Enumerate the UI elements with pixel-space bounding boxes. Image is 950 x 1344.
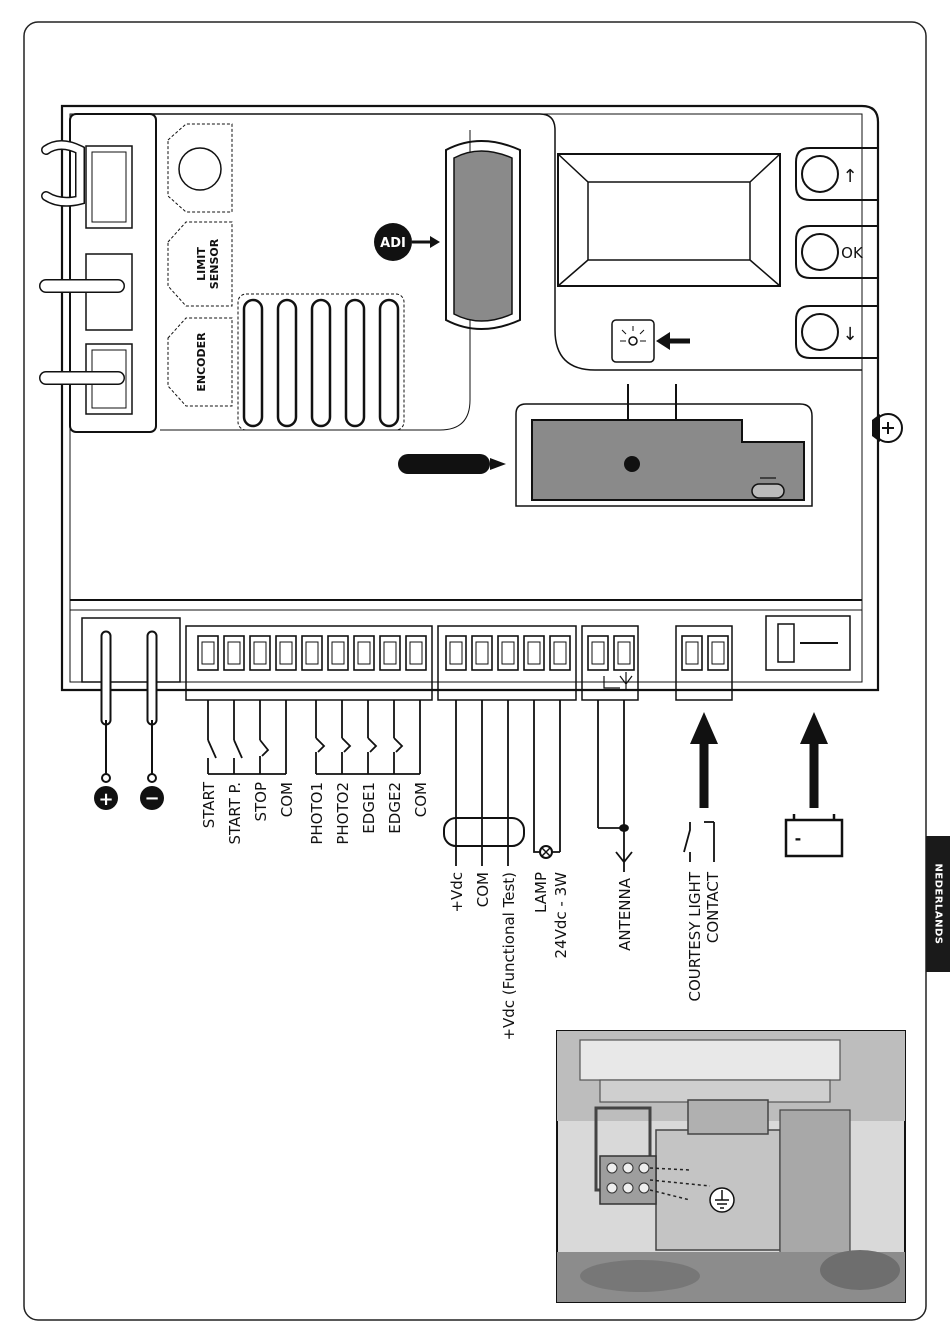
terminal-cell — [276, 636, 296, 670]
terminal-cell — [328, 636, 348, 670]
label-start-p: START P. — [226, 782, 244, 845]
up-button-label: ↑ — [842, 166, 857, 187]
terminal-cell — [682, 636, 702, 670]
terminal-cell — [224, 636, 244, 670]
terminal-cell — [250, 636, 270, 670]
label-vdc: +Vdc — [448, 872, 466, 913]
label-com-2: COM — [412, 782, 430, 817]
sensor-label: SENSOR — [208, 238, 221, 289]
adi-text: ADI — [380, 236, 406, 251]
ground-icon — [710, 1188, 734, 1212]
transformer-photo — [557, 1031, 905, 1302]
lamp-icon — [540, 846, 552, 858]
terminal-cell — [198, 636, 218, 670]
language-tab[interactable]: NEDERLANDS — [926, 836, 950, 972]
terminal-screw — [384, 642, 396, 664]
terminal-screw — [502, 642, 514, 664]
terminal-screw — [280, 642, 292, 664]
terminal-screw — [592, 642, 604, 664]
power-output-wiring — [444, 700, 560, 866]
terminal-cell — [354, 636, 374, 670]
label-courtesy-light: COURTESY LIGHT — [686, 871, 704, 1001]
terminal-cell — [550, 636, 570, 670]
terminal-screw — [686, 642, 698, 664]
label-com-1: COM — [278, 782, 296, 817]
terminal-screw — [254, 642, 266, 664]
encoder-label: ENCODER — [195, 332, 208, 392]
terminal-screw — [554, 642, 566, 664]
terminal-screw — [228, 642, 240, 664]
terminal-screw — [410, 642, 422, 664]
label-vdc-functional-test: +Vdc (Functional Test) — [500, 872, 518, 1041]
label-antenna: ANTENNA — [616, 877, 634, 951]
label-edge2: EDGE2 — [386, 782, 404, 834]
terminal-cell — [472, 636, 492, 670]
terminal-cell — [708, 636, 728, 670]
module-dot — [624, 456, 640, 472]
adi-badge: ADI — [374, 223, 440, 261]
terminal-cell — [524, 636, 544, 670]
control-board — [46, 106, 902, 700]
label-edge1: EDGE1 — [360, 782, 378, 834]
input-switch-wiring — [208, 700, 420, 774]
contact-switch-icon — [684, 822, 714, 862]
terminal-screw — [202, 642, 214, 664]
terminal-cell — [380, 636, 400, 670]
terminal-screw — [332, 642, 344, 664]
terminal-screw — [618, 642, 630, 664]
terminal-cell — [302, 636, 322, 670]
down-button-label: ↓ — [842, 324, 857, 345]
label-lamp: LAMP — [532, 872, 550, 913]
limit-label: LIMIT — [195, 247, 208, 281]
label-photo2: PHOTO2 — [334, 782, 352, 845]
label-stop: STOP — [252, 782, 270, 822]
led-arrow-icon — [656, 332, 690, 350]
screw-tab — [872, 414, 880, 442]
ok-button-label: OK — [841, 244, 864, 262]
label-lamp-rating: 24Vdc - 3W — [552, 872, 570, 959]
terminal-screw — [476, 642, 488, 664]
terminal-cells — [198, 636, 728, 670]
minus-sign: − — [144, 788, 159, 809]
terminal-cell — [446, 636, 466, 670]
language-tab-label: NEDERLANDS — [933, 863, 944, 944]
terminal-cell — [614, 636, 634, 670]
label-contact: CONTACT — [704, 871, 722, 943]
label-photo1: PHOTO1 — [308, 782, 326, 845]
terminal-screw — [358, 642, 370, 664]
label-start: START — [200, 781, 218, 828]
battery-arrow-icon — [800, 712, 828, 808]
plus-sign: + — [98, 789, 113, 810]
module-pointer — [398, 454, 506, 474]
label-com-3: COM — [474, 872, 492, 907]
terminal-screw — [528, 642, 540, 664]
power-input-wires — [102, 636, 156, 782]
battery-minus-label: - — [795, 829, 802, 848]
courtesy-arrow-icon — [690, 712, 718, 808]
terminal-cell — [588, 636, 608, 670]
terminal-screw — [450, 642, 462, 664]
terminal-screw — [712, 642, 724, 664]
terminal-screw — [306, 642, 318, 664]
terminal-cell — [498, 636, 518, 670]
terminal-cell — [406, 636, 426, 670]
